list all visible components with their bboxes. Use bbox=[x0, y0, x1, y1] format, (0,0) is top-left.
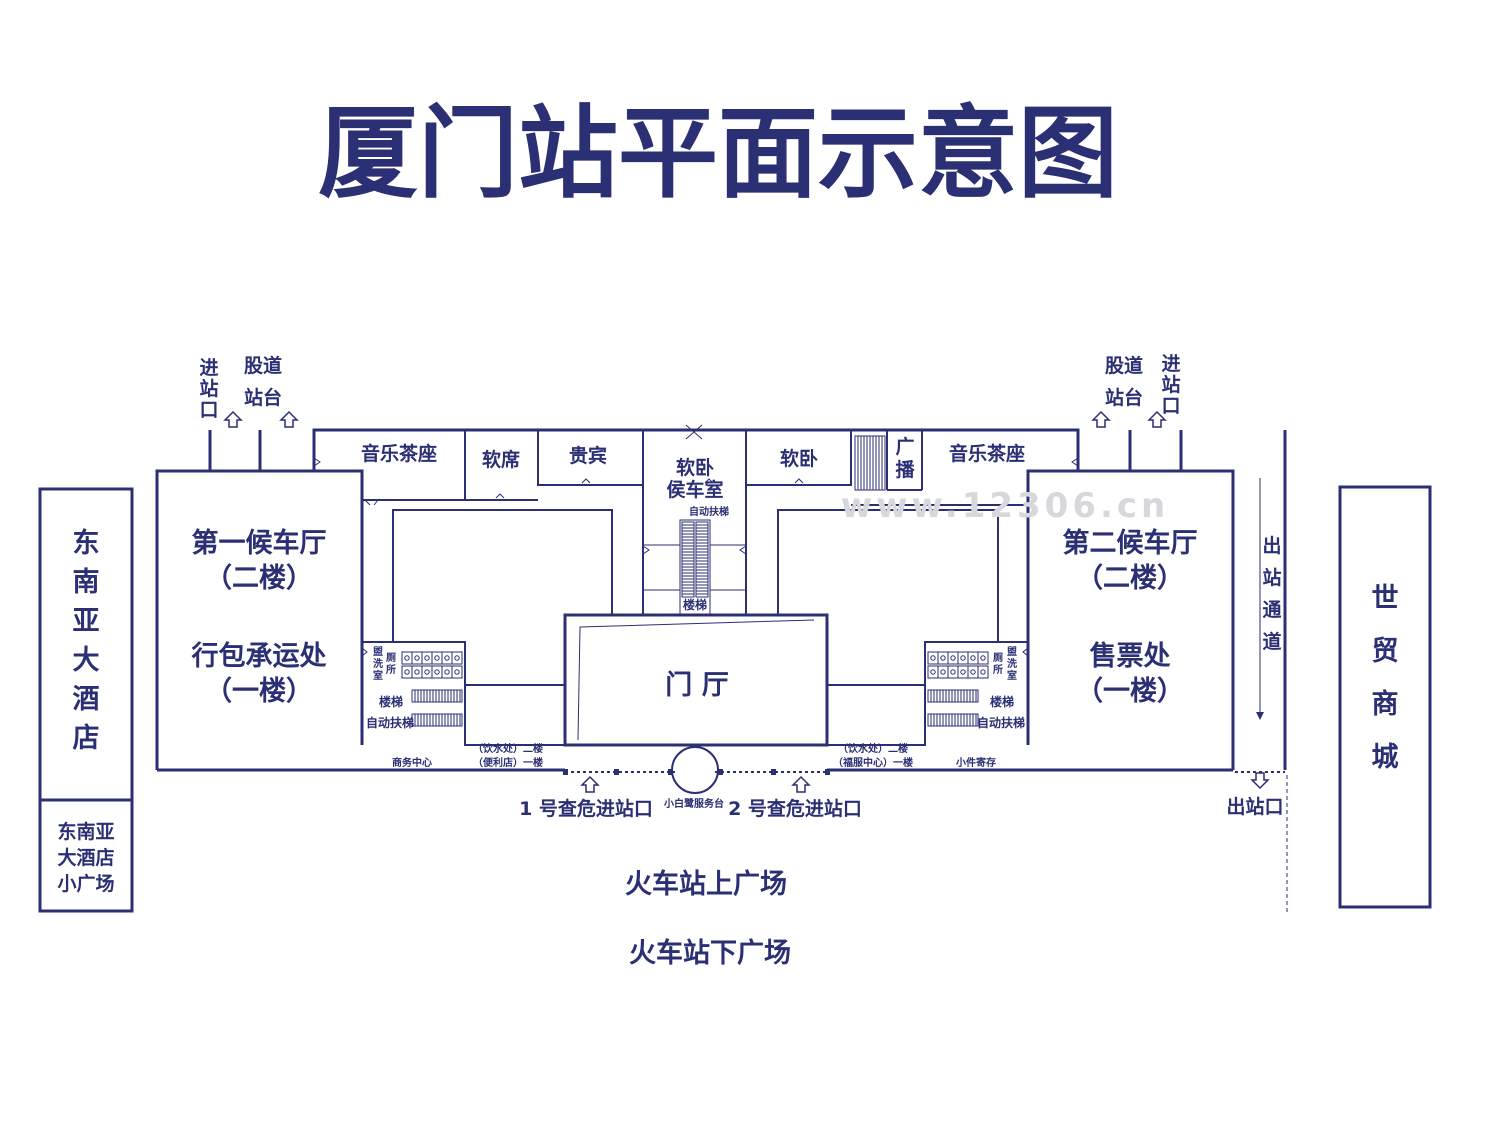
soft-seat-room: 软席 bbox=[482, 448, 520, 471]
water-right-label: （饮水处）二楼 bbox=[838, 742, 908, 755]
business-center-label: 商务中心 bbox=[392, 756, 432, 769]
left-platform-label-2: 站台 bbox=[244, 386, 282, 409]
music-tea-left: 音乐茶座 bbox=[361, 442, 437, 465]
right-toilet-icon bbox=[927, 651, 989, 679]
escalator-right-label: 自动扶梯 bbox=[977, 715, 1025, 730]
washroom-right-label: 盥洗室 bbox=[1007, 645, 1017, 682]
soft-sleeper-waiting-2: 侯车室 bbox=[666, 478, 723, 501]
entrance-arrow-icons bbox=[223, 410, 1270, 793]
svg-text:广播: 广播 bbox=[895, 435, 915, 481]
stairs-icon bbox=[854, 435, 886, 491]
hall-1-sub-floor: （一楼） bbox=[205, 676, 313, 707]
right-escalator-icon bbox=[927, 689, 979, 727]
svg-text:进站口: 进站口 bbox=[1161, 353, 1180, 417]
watermark: www.12306.cn bbox=[841, 486, 1170, 526]
mall-name: 世贸商城 bbox=[1372, 583, 1399, 773]
lower-plaza-label: 火车站下广场 bbox=[629, 937, 791, 969]
svg-text:世贸商城: 世贸商城 bbox=[1372, 583, 1399, 773]
hall-2-floor: （二楼） bbox=[1076, 563, 1184, 594]
parcel-storage-label: 小件寄存 bbox=[955, 756, 996, 769]
checkpoint-markers bbox=[563, 769, 830, 775]
hotel-plaza-line-2: 大酒店 bbox=[57, 846, 114, 869]
music-tea-right: 音乐茶座 bbox=[949, 442, 1025, 465]
svg-text:厕所: 厕所 bbox=[993, 652, 1003, 676]
upper-plaza-label: 火车站上广场 bbox=[625, 868, 787, 900]
center-escalator-icon bbox=[681, 521, 709, 598]
hotel-plaza-line-1: 东南亚 bbox=[57, 820, 114, 843]
svg-text:东南亚大酒店: 东南亚大酒店 bbox=[73, 527, 100, 754]
hall-2-name: 第二候车厅 bbox=[1063, 527, 1198, 559]
hall-1-floor: （二楼） bbox=[205, 563, 313, 594]
hall-1-name: 第一候车厅 bbox=[192, 527, 327, 559]
toilet-left-label: 厕所 bbox=[386, 652, 396, 676]
hotel-name: 东南亚大酒店 bbox=[73, 527, 100, 754]
mall-building bbox=[1338, 485, 1432, 909]
stairs-right-label: 楼梯 bbox=[990, 694, 1014, 709]
soft-sleeper-room: 软卧 bbox=[780, 447, 818, 470]
hall-2-sub: 售票处 bbox=[1090, 640, 1171, 672]
broadcast-room: 广播 bbox=[895, 435, 915, 481]
svg-text:出站通道: 出站通道 bbox=[1262, 534, 1282, 653]
stairs-left-label: 楼梯 bbox=[379, 694, 403, 709]
right-platform-label-2: 站台 bbox=[1105, 386, 1143, 409]
escalator-top-label: 自动扶梯 bbox=[689, 505, 729, 518]
left-platform-label-1: 股道 bbox=[244, 354, 282, 377]
svg-text:盥洗室: 盥洗室 bbox=[373, 645, 383, 682]
station-walls bbox=[155, 428, 1235, 773]
hall-1-sub: 行包承运处 bbox=[191, 640, 327, 672]
info-desk-label: 小白鹭服务台 bbox=[663, 797, 724, 810]
hotel-plaza-line-3: 小广场 bbox=[57, 872, 114, 895]
left-gate-label: 进站口 bbox=[199, 357, 218, 421]
right-gate-label: 进站口 bbox=[1161, 353, 1180, 417]
vip-room: 贵宾 bbox=[569, 444, 607, 467]
exit-label: 出站口 bbox=[1226, 795, 1283, 818]
toilet-right-label: 厕所 bbox=[993, 652, 1003, 676]
store-left-label: （便利店）一楼 bbox=[473, 756, 543, 769]
page-title: 厦门站平面示意图 bbox=[318, 95, 1118, 212]
soft-sleeper-waiting-1: 软卧 bbox=[676, 456, 714, 479]
left-escalator-icon bbox=[411, 689, 463, 727]
svg-text:厕所: 厕所 bbox=[386, 652, 396, 676]
lobby-label: 门 厅 bbox=[665, 670, 728, 701]
checkpoint-2-label: 2 号查危进站口 bbox=[728, 797, 862, 820]
service-right-label: （福服中心）一楼 bbox=[833, 756, 913, 769]
water-left-label: （饮水处）二楼 bbox=[473, 742, 543, 755]
checkpoint-1-label: 1 号查危进站口 bbox=[519, 797, 653, 820]
info-desk-icon bbox=[671, 746, 719, 794]
stairs-center-label: 楼梯 bbox=[683, 597, 707, 612]
escalator-left-label: 自动扶梯 bbox=[366, 715, 414, 730]
left-toilet-icon bbox=[401, 651, 463, 679]
svg-text:盥洗室: 盥洗室 bbox=[1007, 645, 1017, 682]
svg-text:进站口: 进站口 bbox=[199, 357, 218, 421]
door-icons bbox=[313, 424, 1079, 657]
exit-passage-label: 出站通道 bbox=[1262, 534, 1282, 653]
hall-2-sub-floor: （一楼） bbox=[1076, 676, 1184, 707]
right-platform-label-1: 股道 bbox=[1105, 354, 1143, 377]
hotel-building bbox=[38, 487, 134, 913]
exit-passage bbox=[1235, 430, 1288, 915]
washroom-left-label: 盥洗室 bbox=[373, 645, 383, 682]
